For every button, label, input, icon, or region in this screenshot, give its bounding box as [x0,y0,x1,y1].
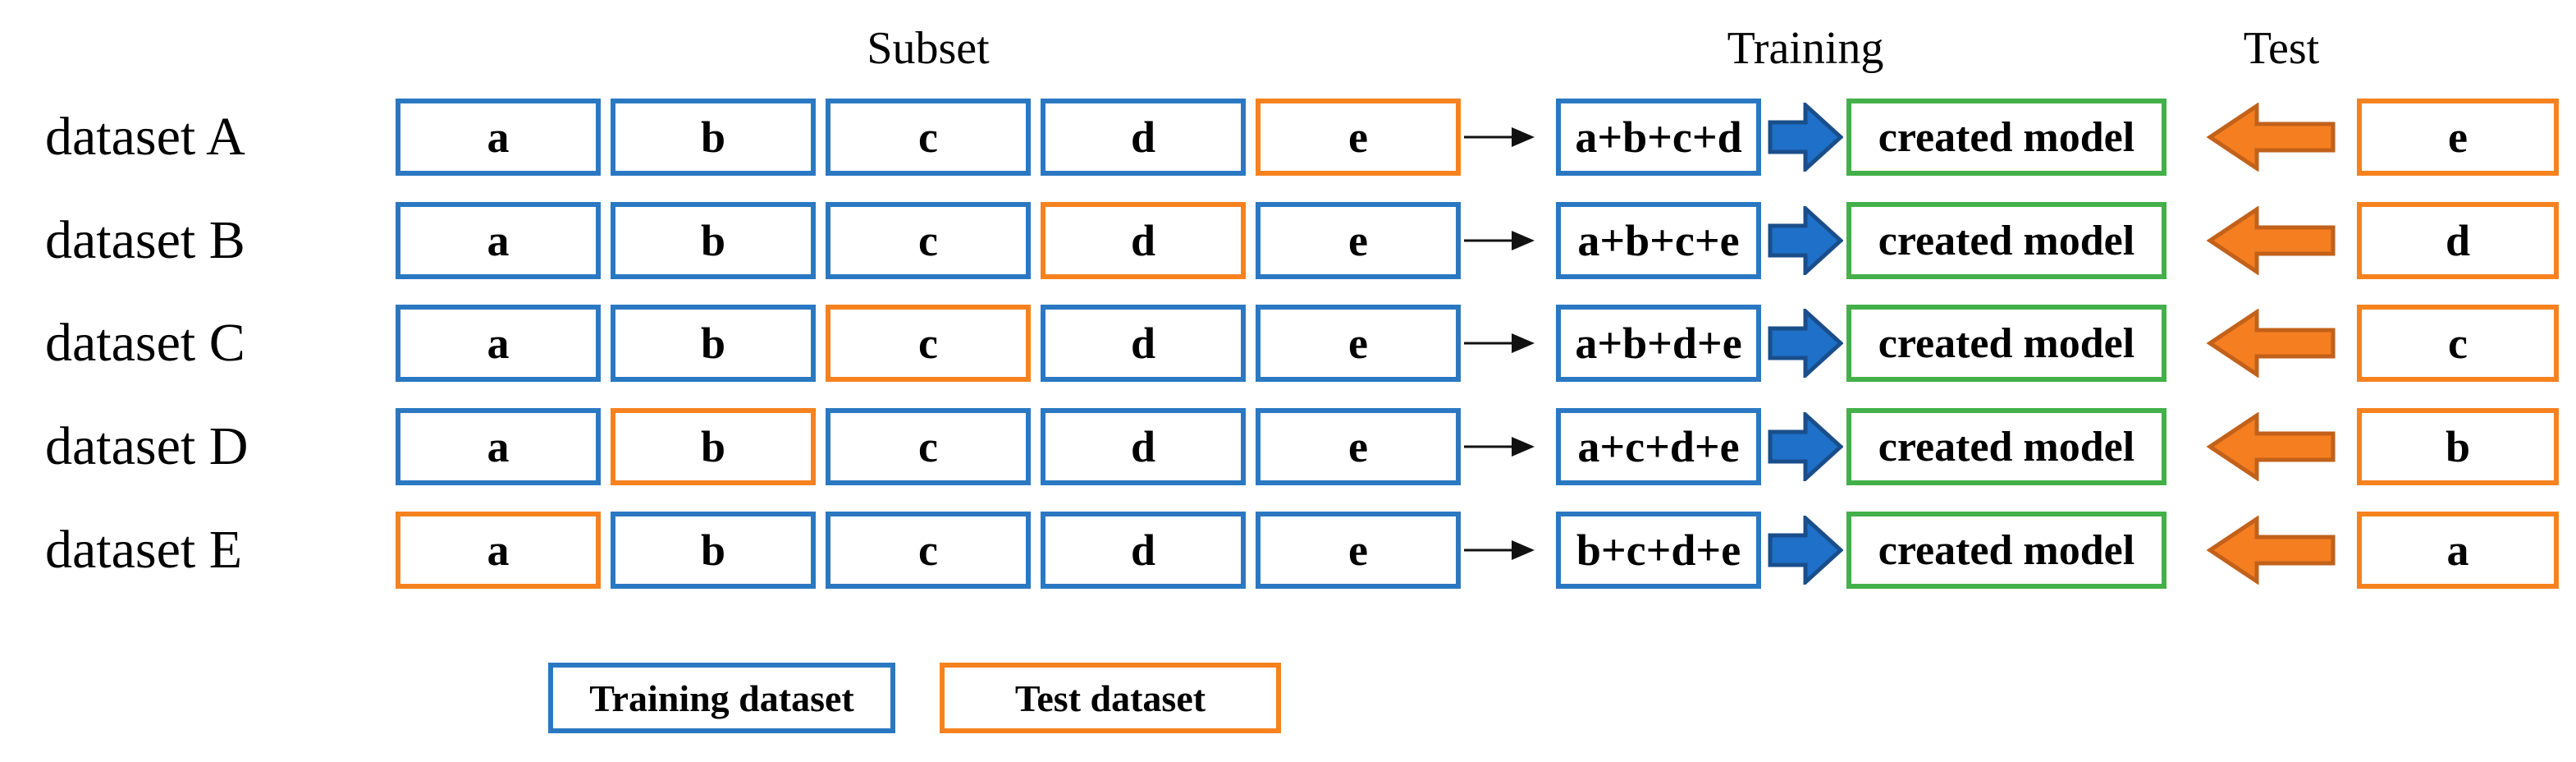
subset-cell: c [826,202,1031,279]
training-combo-box: a+b+d+e [1556,305,1761,382]
orange-block-arrow-icon [2206,516,2336,585]
test-cell: c [2357,305,2559,382]
subset-cell: c [826,305,1031,382]
training-combo-box: a+c+d+e [1556,408,1761,485]
subset-cell: b [611,512,816,589]
created-model-box: created model [1846,512,2166,589]
test-cell: b [2357,408,2559,485]
right-arrow-icon [1464,231,1535,250]
dataset-row-a: dataset A a b c d e a+b+c+d created mode… [0,99,2576,176]
subset-column-header: Subset [867,23,990,74]
subset-cell: c [826,99,1031,176]
subset-cell: b [611,408,816,485]
subset-cell: e [1256,99,1461,176]
training-combo-box: b+c+d+e [1556,512,1761,589]
test-column-header: Test [2243,23,2320,74]
created-model-box: created model [1846,305,2166,382]
legend-training-dataset: Training dataset [548,663,895,733]
created-model-box: created model [1846,99,2166,176]
dataset-label: dataset D [45,416,249,476]
dataset-row-b: dataset B a b c d e a+b+c+e created mode… [0,202,2576,279]
right-arrow-icon [1464,127,1535,147]
dataset-label: dataset E [45,520,243,580]
blue-block-arrow-icon [1768,412,1843,481]
subset-cell: a [396,202,601,279]
training-column-header: Training [1727,23,1884,74]
subset-cell: c [826,408,1031,485]
orange-block-arrow-icon [2206,309,2336,378]
test-cell: e [2357,99,2559,176]
subset-cell: e [1256,305,1461,382]
dataset-label: dataset A [45,107,245,167]
right-arrow-icon [1464,333,1535,353]
dataset-row-c: dataset C a b c d e a+b+d+e created mode… [0,305,2576,382]
dataset-label: dataset C [45,313,245,373]
subset-cell: c [826,512,1031,589]
test-cell: a [2357,512,2559,589]
right-arrow-icon [1464,437,1535,457]
legend-test-dataset: Test dataset [940,663,1281,733]
subset-cell: a [396,99,601,176]
subset-cell: b [611,202,816,279]
subset-cell: d [1041,512,1246,589]
subset-cell: b [611,99,816,176]
subset-cell: d [1041,202,1246,279]
test-cell: d [2357,202,2559,279]
subset-cell: a [396,512,601,589]
dataset-row-d: dataset D a b c d e a+c+d+e created mode… [0,408,2576,485]
subset-cell: e [1256,202,1461,279]
training-combo-box: a+b+c+e [1556,202,1761,279]
subset-cell: a [396,305,601,382]
orange-block-arrow-icon [2206,206,2336,275]
subset-cell: b [611,305,816,382]
orange-block-arrow-icon [2206,103,2336,172]
blue-block-arrow-icon [1768,206,1843,275]
blue-block-arrow-icon [1768,516,1843,585]
subset-cell: d [1041,99,1246,176]
training-combo-box: a+b+c+d [1556,99,1761,176]
subset-cell: e [1256,512,1461,589]
subset-cell: d [1041,408,1246,485]
blue-block-arrow-icon [1768,103,1843,172]
subset-cell: e [1256,408,1461,485]
dataset-label: dataset B [45,210,245,270]
created-model-box: created model [1846,408,2166,485]
subset-cell: a [396,408,601,485]
dataset-row-e: dataset E a b c d e b+c+d+e created mode… [0,512,2576,589]
subset-cell: d [1041,305,1246,382]
right-arrow-icon [1464,540,1535,560]
blue-block-arrow-icon [1768,309,1843,378]
orange-block-arrow-icon [2206,412,2336,481]
created-model-box: created model [1846,202,2166,279]
